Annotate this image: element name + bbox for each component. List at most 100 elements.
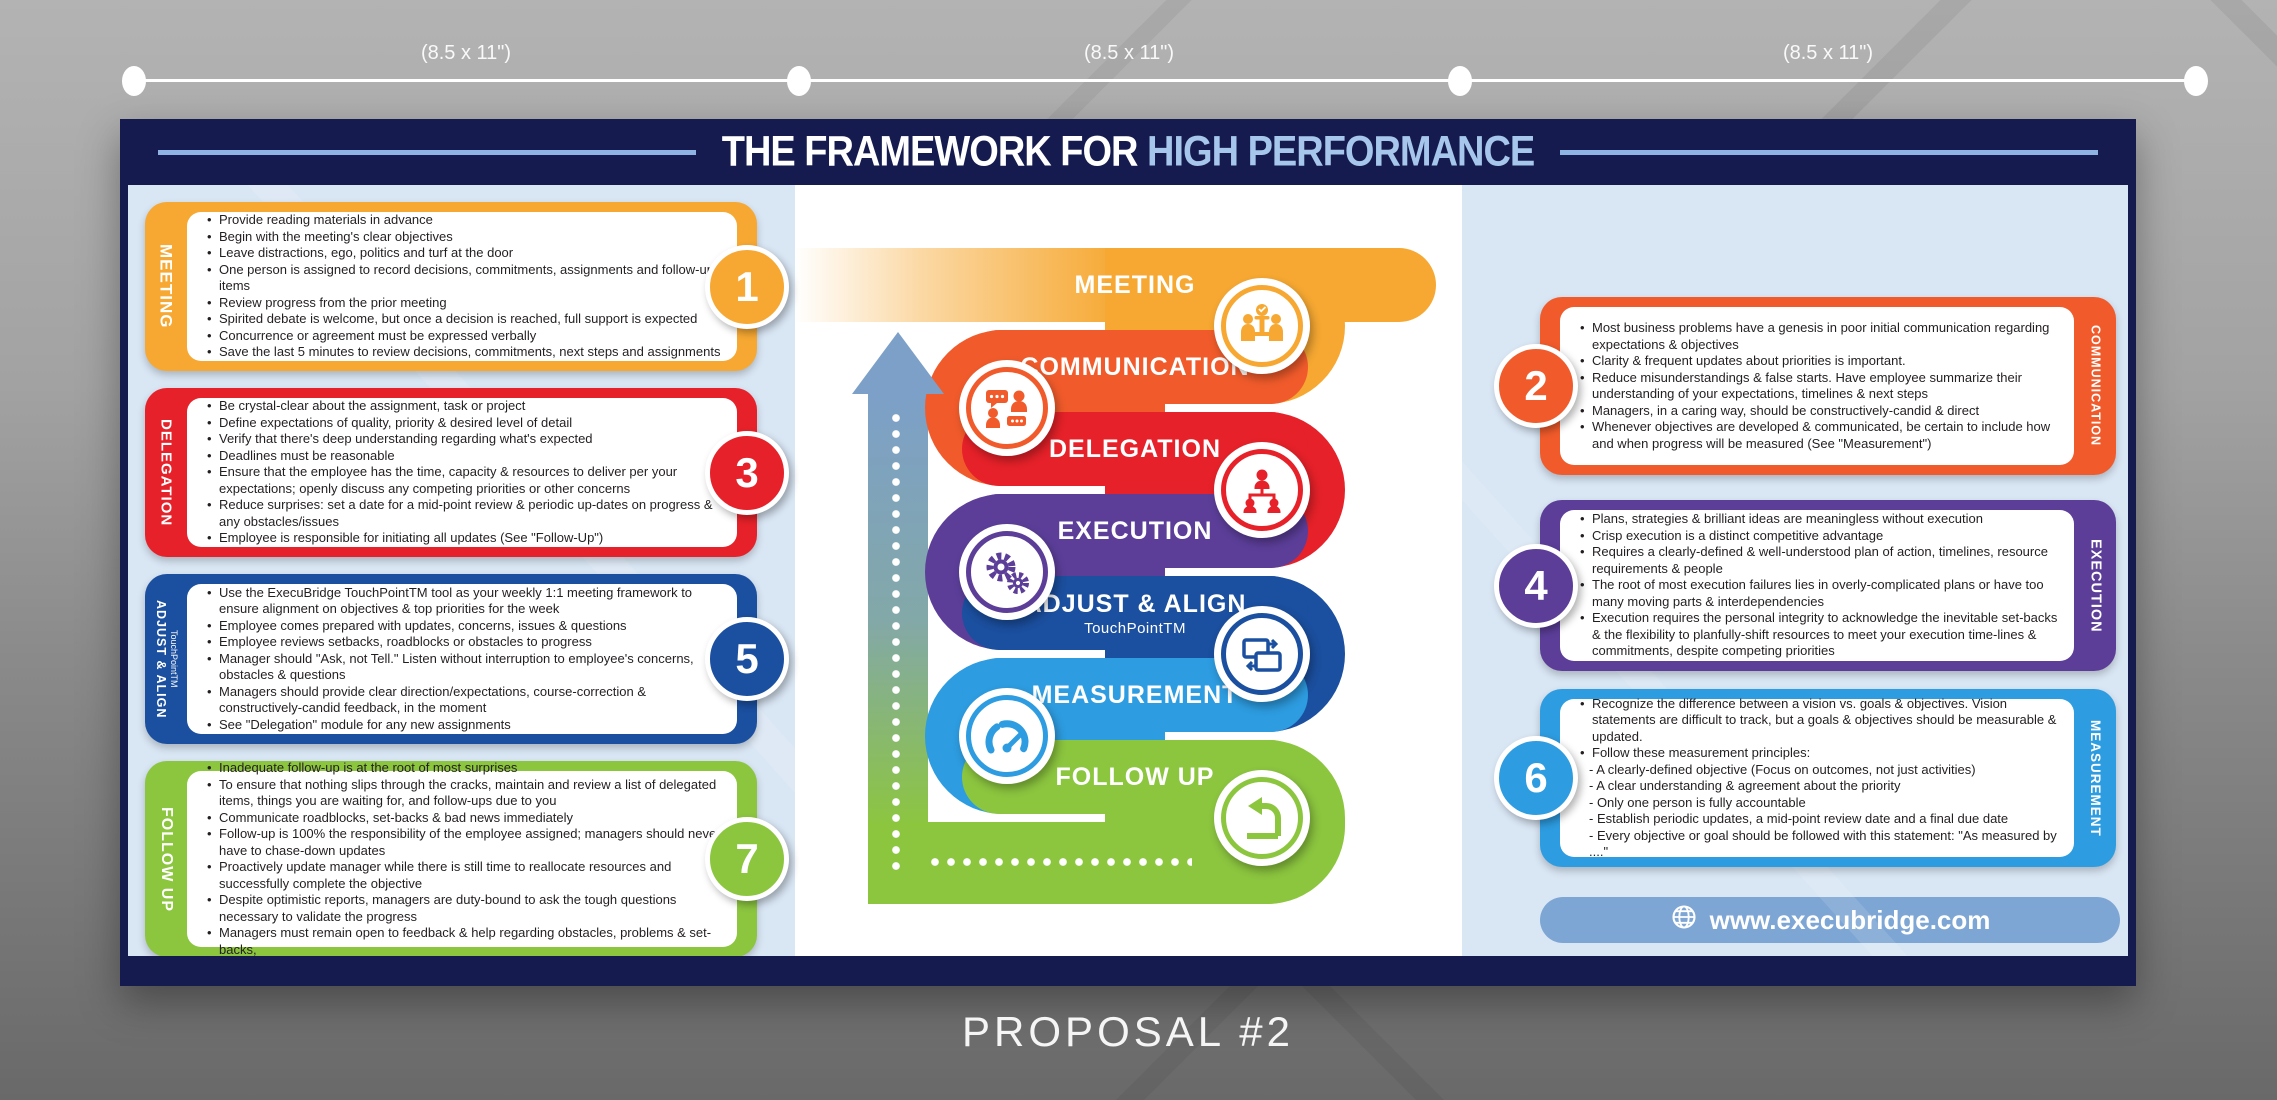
module-side-band: EXECUTION: [2074, 500, 2116, 671]
website-link[interactable]: www.execubridge.com: [1540, 897, 2120, 943]
module-side-label: MEASUREMENT: [2087, 719, 2103, 837]
bullet-item: Manager should "Ask, not Tell." Listen w…: [207, 651, 727, 684]
bullet-item: Managers should provide clear direction/…: [207, 684, 727, 717]
module-side-band: MEASUREMENT: [2074, 689, 2116, 867]
flow-bar-label: EXECUTION: [962, 494, 1308, 568]
module-side-band: DELEGATION: [145, 388, 187, 557]
module-box-measurement: MEASUREMENT Recognize the difference bet…: [1494, 689, 2116, 867]
follow-up-icon-glyph: [1221, 777, 1303, 859]
bullet-item: Despite optimistic reports, managers are…: [207, 892, 727, 925]
module-number-badge: 7: [705, 817, 789, 901]
module-number: 3: [735, 448, 759, 496]
website-url: www.execubridge.com: [1709, 904, 1991, 935]
flow-bar-label: DELEGATION: [962, 412, 1308, 486]
title-flourish-line: [1560, 149, 2098, 155]
poster-content: www.execubridge.com MEETING Provide read…: [128, 185, 2128, 956]
adjust-align-icon: [1214, 606, 1310, 702]
module-box-communication: COMMUNICATION Most business problems hav…: [1494, 297, 2116, 475]
module-box-execution: EXECUTION Plans, strategies & brilliant …: [1494, 500, 2116, 671]
bullet-item: Communicate roadblocks, set-backs & bad …: [207, 810, 727, 827]
measurement-icon-glyph: [966, 695, 1048, 777]
meeting-icon: [1214, 278, 1310, 374]
communication-icon-glyph: [966, 367, 1048, 449]
proposal-label: PROPOSAL #2: [962, 1008, 1294, 1055]
bullet-item: Plans, strategies & brilliant ideas are …: [1580, 511, 2064, 528]
bullet-item: Employee is responsible for initiating a…: [207, 530, 727, 547]
bullet-item: Inadequate follow-up is at the root of m…: [207, 760, 727, 777]
flow-step-name: EXECUTION: [1057, 516, 1213, 545]
dotted-line-vertical: [891, 411, 901, 871]
module-side-label: DELEGATION: [157, 418, 175, 527]
module-bullet-list: Provide reading materials in advanceBegi…: [187, 202, 737, 371]
bullet-item: Concurrence or agreement must be express…: [207, 328, 727, 345]
bullet-item: Begin with the meeting's clear objective…: [207, 229, 727, 246]
bullet-item: Recognize the difference between a visio…: [1580, 696, 2064, 746]
flow-step-name: ADJUST & ALIGN: [1023, 589, 1247, 618]
module-number: 4: [1524, 561, 1548, 609]
bullet-item: Deadlines must be reasonable: [207, 448, 727, 465]
module-bullet-list: Be crystal-clear about the assignment, t…: [187, 388, 737, 557]
bullet-item: Managers, in a caring way, should be con…: [1580, 403, 2064, 420]
module-side-band: COMMUNICATION: [2074, 297, 2116, 475]
module-bullet-list: Plans, strategies & brilliant ideas are …: [1560, 501, 2074, 670]
bullet-item: Save the last 5 minutes to review decisi…: [207, 344, 727, 361]
module-number-badge: 1: [705, 244, 789, 329]
bullet-item: Review progress from the prior meeting: [207, 295, 727, 312]
ruler-dot: [122, 66, 146, 96]
bullet-item: Follow these measurement principles:: [1580, 745, 2064, 762]
ruler-segment-label: (8.5 x 11"): [1782, 42, 1874, 64]
measurement-icon: [959, 688, 1055, 784]
poster: THE FRAMEWORK FOR HIGH PERFORMANCE www.e…: [120, 119, 2136, 986]
execution-icon-glyph: [966, 531, 1048, 613]
upward-arrow-icon: [852, 332, 944, 394]
bullet-item: Use the ExecuBridge TouchPointTM tool as…: [207, 585, 727, 618]
ruler-dot: [1448, 66, 1472, 96]
module-number: 1: [735, 262, 759, 310]
module-box-follow-up: FOLLOW UP Inadequate follow-up is at the…: [145, 760, 789, 956]
flow-step-sublabel: TouchPointTM: [1084, 619, 1186, 637]
title-flourish-line: [158, 149, 696, 155]
adjust-align-icon-glyph: [1221, 613, 1303, 695]
poster-header: THE FRAMEWORK FOR HIGH PERFORMANCE: [120, 119, 2136, 185]
bullet-item: Employee comes prepared with updates, co…: [207, 618, 727, 635]
page-title: THE FRAMEWORK FOR HIGH PERFORMANCE: [721, 127, 1536, 175]
bullet-item: See "Delegation" module for any new assi…: [207, 717, 727, 734]
bullet-item: Requires a clearly-defined & well-unders…: [1580, 544, 2064, 577]
module-number: 6: [1524, 754, 1548, 801]
bullet-item: One person is assigned to record decisio…: [207, 262, 727, 295]
bullet-item: Verify that there's deep understanding r…: [207, 431, 727, 448]
execution-icon: [959, 524, 1055, 620]
bullet-item: Proactively update manager while there i…: [207, 859, 727, 892]
flow-bar-label: FOLLOW UP: [962, 740, 1308, 814]
flow-step-name: DELEGATION: [1048, 434, 1222, 463]
module-number-badge: 3: [705, 430, 789, 515]
module-bullet-list: Most business problems have a genesis in…: [1560, 310, 2074, 462]
module-box-delegation: DELEGATION Be crystal-clear about the as…: [145, 388, 789, 557]
flow-step-name: COMMUNICATION: [1020, 352, 1250, 381]
ruler-dot: [787, 66, 811, 96]
module-number-badge: 2: [1494, 344, 1578, 428]
follow-up-icon: [1214, 770, 1310, 866]
bullet-item: Provide reading materials in advance: [207, 212, 727, 229]
module-number-badge: 6: [1494, 736, 1578, 820]
bullet-item: Employee reviews setbacks, roadblocks or…: [207, 634, 727, 651]
bullet-item: Spirited debate is welcome, but once a d…: [207, 311, 727, 328]
globe-icon: [1670, 903, 1698, 938]
bullet-item: - A clearly-defined objective (Focus on …: [1589, 761, 1976, 777]
ruler-line: [134, 79, 2196, 82]
bullet-item: Whenever objectives are developed & comm…: [1580, 419, 2064, 452]
bullet-item: - Every objective or goal should be foll…: [1589, 827, 2057, 860]
bullet-item: Clarity & frequent updates about priorit…: [1580, 353, 2064, 370]
meeting-icon-glyph: [1221, 285, 1303, 367]
module-number: 5: [735, 635, 759, 682]
bullet-item: - Only one person is fully accountable: [1589, 794, 1806, 810]
ruler-segment-label: (8.5 x 11"): [1083, 42, 1175, 64]
module-bullet-list: Inadequate follow-up is at the root of m…: [187, 750, 737, 956]
module-side-band: FOLLOW UP: [145, 761, 187, 956]
ruler-segment-label: (8.5 x 11"): [420, 42, 512, 64]
communication-icon: [959, 360, 1055, 456]
module-bullet-list: Use the ExecuBridge TouchPointTM tool as…: [187, 575, 737, 744]
